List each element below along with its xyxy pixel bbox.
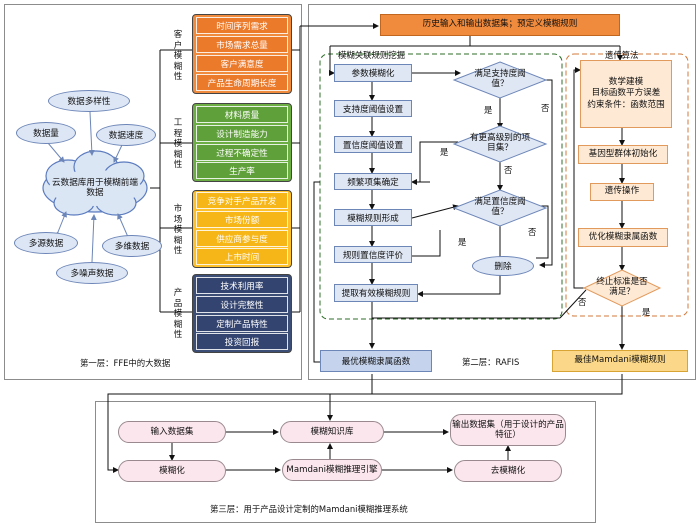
layer1-caption: 第一层：FFE中的大数据 (80, 358, 171, 368)
layer3-caption: 第三层：用于产品设计定制的Mamdani模糊推理系统 (210, 504, 408, 514)
step-rule-evaluation: 规则置信度评价 (334, 246, 412, 263)
decision-higher-itemset: 有更高级别的项目集？ (469, 133, 531, 153)
item-custom-features: 定制产品特性 (196, 315, 288, 332)
item-roi: 投资回报 (196, 333, 288, 350)
decision-support: 满足支持度阈值？ (474, 69, 526, 89)
layer2-panel (308, 4, 696, 380)
ga-model-box: 数学建模 目标函数平方误差 约束条件：函数范围 (580, 60, 672, 128)
defuzzification: 去模糊化 (454, 460, 562, 482)
fuzzy-knowledge-base: 模糊知识库 (280, 421, 384, 443)
item-market-share: 市场份额 (196, 211, 288, 228)
label-engineering: 工程模糊性 (173, 118, 183, 170)
fuzzification: 模糊化 (118, 460, 226, 482)
cloud-label: 云数据库用于模糊前端数据 (52, 178, 138, 198)
no-label-1: 否 (541, 103, 550, 113)
item-tech-utilization: 技术利用率 (196, 277, 288, 294)
layer3-panel (95, 401, 596, 523)
ga-optimize: 优化模糊隶属函数 (578, 228, 668, 247)
bubble-data-velocity: 数据速度 (96, 124, 156, 146)
step-param-fuzzify: 参数模糊化 (334, 64, 412, 82)
yes-label-2: 是 (440, 147, 449, 157)
step-rule-formation: 模糊规则形成 (334, 209, 412, 226)
label-product: 产品模糊性 (173, 288, 183, 340)
bubble-multi-source: 多源数据 (14, 232, 78, 254)
step-extract-rules: 提取有效模糊规则 (334, 284, 418, 302)
layer2-caption: 第二层：RAFIS (462, 357, 520, 367)
item-productivity: 生产率 (196, 162, 288, 179)
top-banner (380, 14, 620, 36)
item-time-series: 时间序列需求 (196, 17, 288, 34)
item-market-demand: 市场需求总量 (196, 36, 288, 53)
mining-title: 模糊关联规则挖掘 (338, 50, 405, 60)
ga-title: 遗传算法 (605, 50, 639, 60)
bubble-multi-noise: 多噪声数据 (56, 262, 128, 284)
top-banner-text: 历史输入和输出数据集；预定义模糊规则 (422, 19, 578, 30)
label-market: 市场模糊性 (173, 204, 183, 256)
bubble-data-variety: 数据多样性 (48, 90, 130, 112)
no-label-2: 否 (504, 165, 513, 175)
output-dataset: 输出数据集（用于设计的产品特征） (450, 414, 566, 446)
no-label-3: 否 (528, 227, 537, 237)
bubble-multi-dimension: 多维数据 (102, 235, 162, 257)
out-best-mamdani: 最佳Mamdani模糊规则 (552, 350, 688, 372)
out-best-membership: 最优模糊隶属函数 (320, 350, 432, 372)
yes-label-3: 是 (458, 237, 467, 247)
decision-confidence: 满足置信度阈值？ (474, 197, 526, 217)
item-satisfaction: 客户满意度 (196, 55, 288, 72)
no-label-ga: 否 (578, 297, 587, 307)
ga-operation: 遗传操作 (590, 183, 654, 201)
layer1-panel (4, 4, 302, 380)
item-design-capability: 设计制造能力 (196, 125, 288, 142)
step-support-threshold: 支持度阈值设置 (334, 100, 412, 117)
delete-node: 删除 (472, 256, 534, 276)
item-lifecycle: 产品生命周期长度 (196, 74, 288, 91)
item-supplier: 供应商参与度 (196, 230, 288, 247)
step-confidence-threshold: 置信度阈值设置 (334, 136, 412, 153)
input-dataset: 输入数据集 (118, 421, 226, 443)
item-process: 过程不确定性 (196, 144, 288, 161)
item-design-integrity: 设计完整性 (196, 296, 288, 313)
item-material: 材料质量 (196, 106, 288, 123)
item-time-to-market: 上市时间 (196, 248, 288, 265)
decision-termination: 终止标准是否满足？ (596, 277, 648, 297)
yes-label-ga: 是 (642, 307, 651, 317)
yes-label-1: 是 (484, 105, 493, 115)
ga-init: 基因型群体初始化 (578, 145, 668, 164)
label-customer: 客户模糊性 (173, 30, 183, 82)
mamdani-engine: Mamdani模糊推理引擎 (282, 459, 382, 481)
bubble-data-volume: 数据量 (16, 122, 76, 144)
step-frequent-itemset: 频繁项集确定 (334, 173, 412, 190)
item-competitor: 竞争对手产品开发 (196, 192, 288, 209)
